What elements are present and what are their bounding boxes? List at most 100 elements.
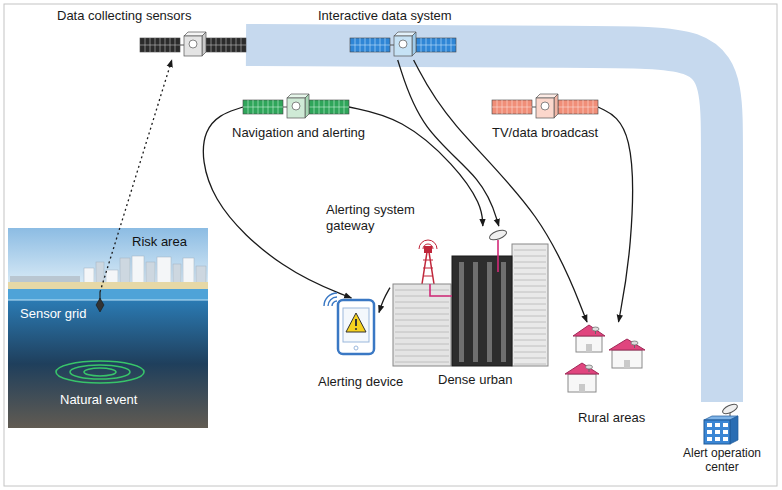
house-door (579, 384, 585, 392)
window (723, 437, 728, 441)
panel-strut (532, 107, 536, 108)
buoy-body (96, 298, 104, 312)
tower (106, 270, 118, 284)
signal-arrow (379, 288, 390, 313)
window-column (459, 262, 464, 362)
office-tower (452, 256, 512, 366)
house-roof (565, 363, 599, 374)
city-icon (390, 226, 550, 366)
window (715, 430, 720, 434)
window-column (501, 262, 506, 362)
satellite-icon (140, 30, 246, 60)
operation-center: Alert operation center (700, 402, 744, 444)
body-side (412, 32, 416, 56)
solar-panel (558, 100, 598, 114)
event-rings (56, 361, 144, 383)
water-line (8, 300, 208, 301)
window-row (514, 256, 546, 257)
sky (8, 228, 208, 284)
sea-surface (8, 289, 208, 301)
panel-grid (206, 45, 246, 46)
tower (146, 262, 155, 284)
window-row (514, 280, 546, 281)
window-row (395, 308, 449, 309)
window (723, 423, 728, 427)
solar-panel (309, 100, 349, 114)
antenna-brace (423, 268, 433, 269)
home-button (354, 346, 358, 350)
window (707, 423, 712, 427)
house-dish (592, 327, 599, 331)
window-row (395, 350, 449, 351)
tower (173, 264, 181, 284)
ring (84, 368, 116, 376)
window-row (395, 314, 449, 315)
radio-wave (423, 244, 433, 249)
houses-icon (560, 322, 650, 398)
window (707, 437, 712, 441)
panel-strut (180, 45, 184, 46)
window-row (514, 298, 546, 299)
node-label: Risk area (132, 234, 187, 250)
window-row (395, 302, 449, 303)
body-front (184, 36, 202, 56)
body-front (287, 98, 305, 118)
panel-grid (492, 107, 532, 108)
satellite-icon (243, 92, 349, 122)
office-tower (393, 284, 451, 366)
window-row (395, 320, 449, 321)
node-label: Data collecting sensors (57, 8, 191, 24)
window-row (395, 344, 449, 345)
risk-area-photo (8, 228, 208, 428)
solar-panel (492, 100, 532, 114)
tower (84, 268, 94, 284)
satellite-icon (350, 30, 456, 60)
satellite-icon (492, 92, 598, 122)
window-row (514, 328, 546, 329)
body-side (305, 94, 309, 118)
antenna-brace (423, 260, 433, 261)
solar-panel (350, 38, 390, 52)
signal-wave (328, 297, 337, 306)
building-side (730, 416, 738, 444)
buoy-icon (94, 292, 106, 314)
window-row (395, 362, 449, 363)
gateway-cable (430, 284, 452, 296)
antenna-dish (541, 102, 549, 110)
ring (56, 361, 144, 383)
window-row (514, 304, 546, 305)
window (715, 437, 720, 441)
house-wall (612, 350, 642, 368)
panel-grid (416, 45, 456, 46)
antenna-dish (292, 102, 300, 110)
panel-grid (140, 45, 180, 46)
node-label: Sensor grid (20, 306, 86, 322)
window-row (514, 340, 546, 341)
window (723, 430, 728, 434)
window-row (514, 310, 546, 311)
satellite: TV/data broadcast (492, 92, 598, 122)
house-door (586, 344, 592, 352)
body-front (394, 36, 412, 56)
satellite: Data collecting sensors (140, 30, 246, 60)
node-label: Navigation and alerting (232, 125, 365, 141)
house-dish (631, 341, 638, 345)
house-door (624, 360, 630, 368)
underwater (8, 300, 208, 428)
satellite: Navigation and alerting (243, 92, 349, 122)
phone-body (338, 300, 374, 354)
node-label: Dense urban (438, 372, 512, 388)
house-roof (573, 325, 605, 336)
operation-center-icon (700, 402, 744, 444)
skyline (84, 256, 206, 284)
solar-panel (206, 38, 246, 52)
body-front (536, 98, 554, 118)
antenna-box (424, 246, 432, 253)
tower (196, 266, 206, 284)
panel-strut (283, 107, 287, 108)
sensor-buoy: Sensor grid (94, 292, 106, 314)
antenna-dish (189, 40, 197, 48)
